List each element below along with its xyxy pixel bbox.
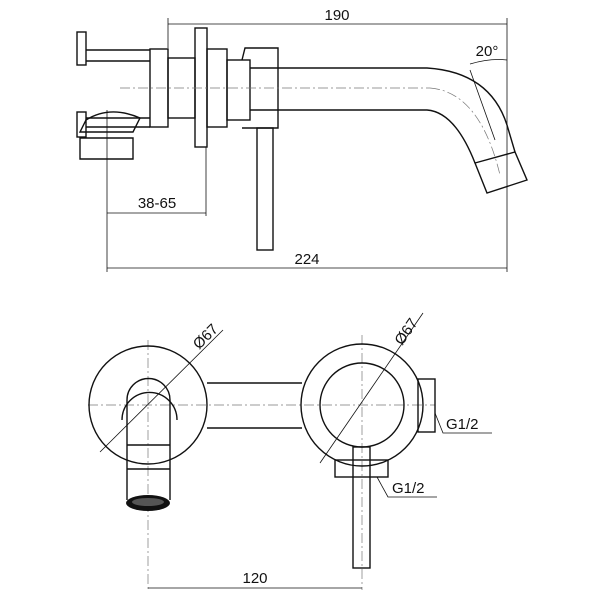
dim-diameter-right: Ø67 [391,315,421,348]
bottom-connection [334,459,389,478]
spout-tube [126,377,171,500]
dim-angle: 20° [476,43,499,60]
wall-elbow [78,111,141,160]
spout-collar [121,391,178,421]
dim-190: 190 [324,7,349,24]
wall-plate-bottom [76,111,87,138]
dim-g12-side: G1/2 [446,416,479,433]
mounting-flange [194,27,208,148]
side-view: 190 20° 38-65 224 [76,7,528,272]
dim-g12-bottom: G1/2 [392,480,425,497]
spout-wall-plate [88,345,208,465]
lever-handle-front [352,446,371,569]
connecting-bar [207,382,302,429]
spout-outer [250,67,516,153]
mixer-wall-plate [300,343,424,467]
dim-38-65: 38-65 [138,195,176,212]
dim-120: 120 [242,570,267,587]
dim-diameter-left: Ø67 [190,321,222,353]
lever-handle [256,127,274,251]
front-view: Ø67 Ø67 G1/2 G1/2 120 [88,312,492,590]
side-connection [417,378,436,433]
spout-inner [250,109,476,164]
dim-224: 224 [294,251,319,268]
aerator [474,151,528,194]
wall-plate-top [76,31,87,66]
